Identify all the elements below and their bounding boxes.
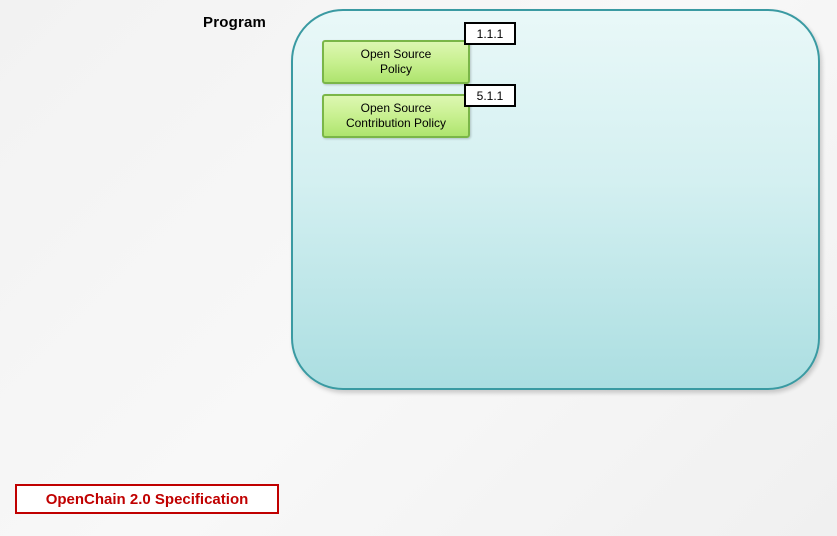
open-source-policy-label-line1: Open Source <box>360 47 432 61</box>
program-label: Program <box>203 14 267 31</box>
open-source-contribution-policy-label-line1: Open Source <box>360 101 432 115</box>
clause-badge-1-1-1: 1.1.1 <box>464 22 516 45</box>
open-source-policy-label-line2: Policy <box>379 62 412 76</box>
open-source-contribution-policy-label-line2: Contribution Policy <box>345 116 447 130</box>
open-source-policy-box: Open Source Policy <box>322 40 470 84</box>
open-source-contribution-policy-box: Open Source Contribution Policy <box>322 94 470 138</box>
clause-badge-5-1-1: 5.1.1 <box>464 84 516 107</box>
openchain-specification-label: OpenChain 2.0 Specification <box>15 484 279 514</box>
